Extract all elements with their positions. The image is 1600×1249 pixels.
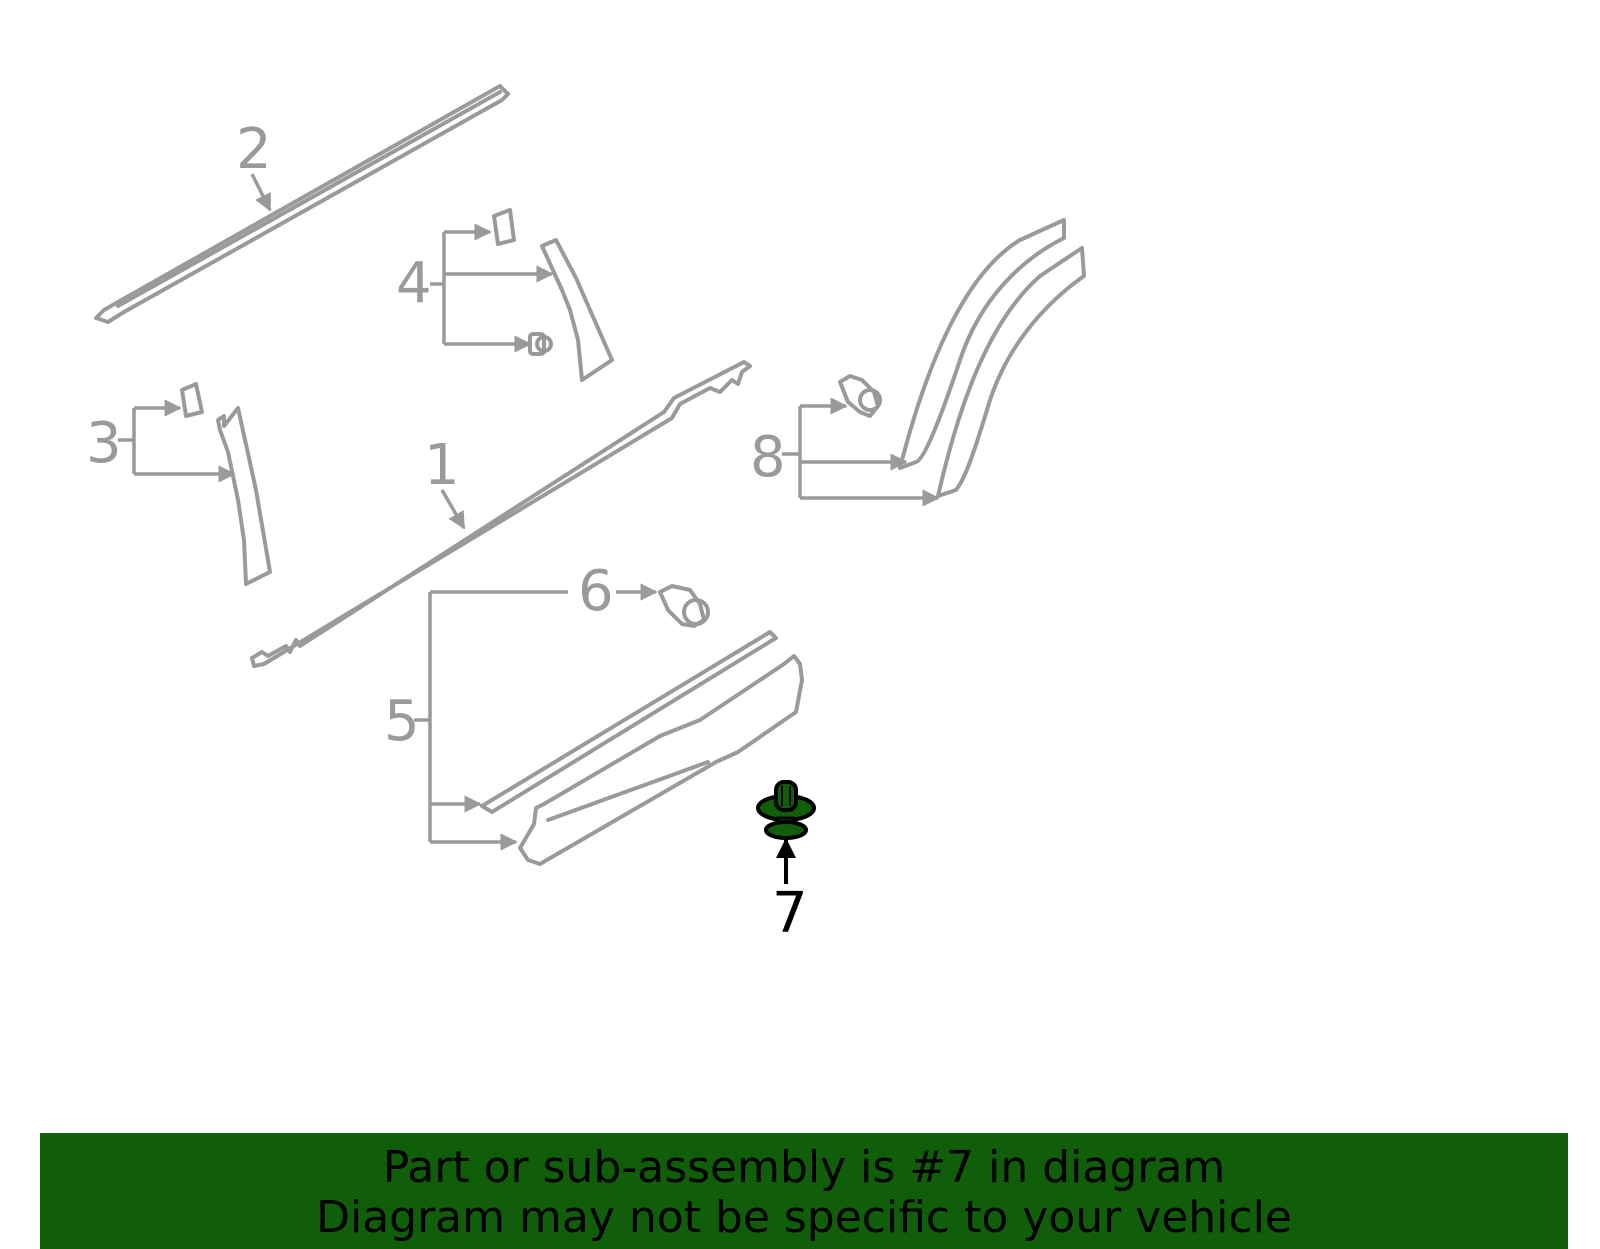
- part-5-rocker-strip[interactable]: [480, 630, 778, 814]
- callout-8: 8: [750, 425, 786, 490]
- leader-1: [440, 489, 466, 530]
- part-5-rocker-panel[interactable]: [518, 654, 804, 866]
- part-4-clip-small[interactable]: [528, 332, 553, 356]
- banner-line-1: Part or sub-assembly is #7 in diagram: [382, 1142, 1226, 1193]
- part-8-arch-molding-outer[interactable]: [898, 218, 1066, 470]
- callout-7: 7: [772, 881, 808, 946]
- callout-3: 3: [86, 411, 122, 476]
- leader-4-trunk: [430, 232, 446, 344]
- callout-6: 6: [578, 559, 614, 624]
- leader-5-trunk: [414, 590, 568, 842]
- callout-5: 5: [384, 689, 420, 754]
- part-8-arch-molding-inner[interactable]: [936, 246, 1086, 498]
- part-4-clip-top[interactable]: [492, 208, 516, 246]
- part-2-belt-molding[interactable]: [94, 84, 510, 324]
- callout-2: 2: [236, 117, 272, 182]
- leader-8-trunk: [782, 406, 802, 498]
- part-6-clip[interactable]: [658, 584, 710, 628]
- part-1-molding[interactable]: [250, 360, 752, 668]
- callout-4: 4: [396, 251, 432, 316]
- part-8-clip[interactable]: [838, 374, 882, 418]
- callout-1: 1: [424, 433, 460, 498]
- part-3-applique[interactable]: [216, 406, 272, 586]
- part-7-clip-highlighted[interactable]: [756, 780, 816, 840]
- part-3-clip[interactable]: [180, 382, 204, 418]
- notice-banner: Part or sub-assembly is #7 in diagram Di…: [40, 1133, 1568, 1249]
- banner-line-2: Diagram may not be specific to your vehi…: [316, 1192, 1292, 1243]
- leader-2: [250, 173, 272, 212]
- part-4-applique[interactable]: [540, 238, 614, 382]
- leader-3-trunk: [118, 408, 136, 474]
